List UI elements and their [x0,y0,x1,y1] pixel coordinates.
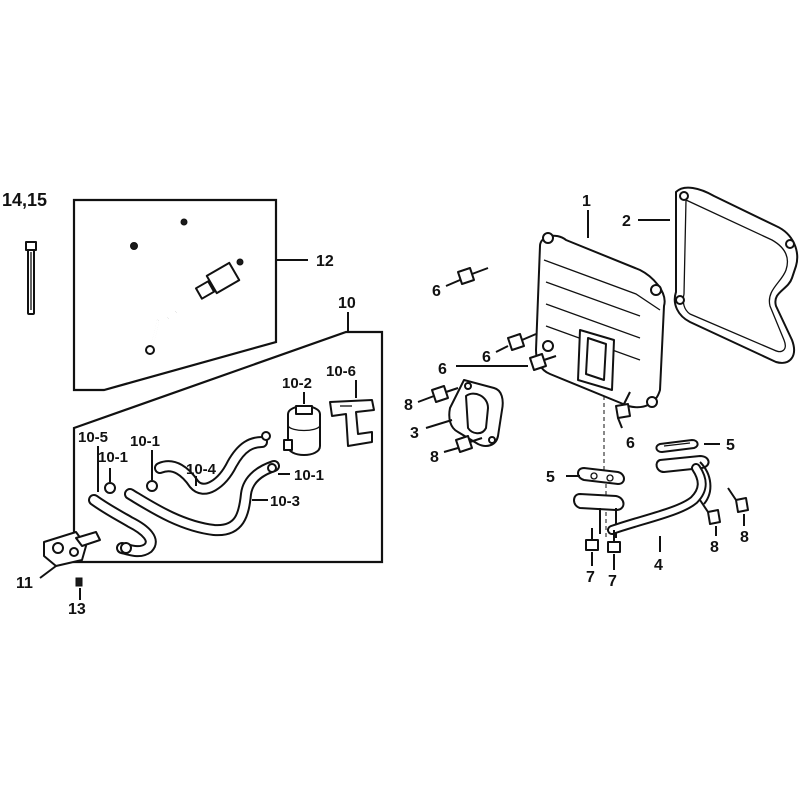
callout-12: 12 [316,253,334,270]
bolt-7-a [585,528,599,551]
callout-2: 2 [622,213,631,230]
callout-10-4: 10-4 [186,461,217,478]
callout-4: 4 [654,557,663,574]
gasket-5-a [577,467,625,485]
leader-6-b [495,345,509,353]
leader-3 [425,419,453,429]
bolt-6-d [615,391,631,419]
callout-6-c: 6 [438,361,447,378]
callout-10: 10 [338,295,356,312]
callout-14-15: 14,15 [2,190,47,210]
flange-3 [448,379,504,447]
head-cover-1 [535,232,666,409]
bracket-10-6 [329,399,375,447]
callout-7-a: 7 [586,569,595,586]
hose-10-4 [154,436,268,495]
hose-10-5 [88,494,157,558]
bolt-8-d [727,487,749,513]
callout-5-b: 5 [726,437,735,454]
leader-6-a [445,279,461,287]
separator-10-2 [283,405,321,456]
gasket-5-b [655,439,699,453]
bolt-7-b [607,530,621,553]
bolt-6-c [529,353,557,371]
callout-8-a: 8 [404,397,413,414]
clamp-10-1-a [104,431,277,554]
callout-10-3: 10-3 [270,493,300,510]
bolt-8-b [455,435,483,453]
assembly-centerlines [603,396,607,540]
callout-10-1-b: 10-1 [130,433,160,450]
callout-6-a: 6 [432,283,441,300]
callout-6-d: 6 [626,435,635,452]
callout-10-5: 10-5 [78,429,108,446]
hose-kit-frame-12 [72,198,278,392]
callout-10-1-a: 10-1 [98,449,128,466]
bolt-8-a [431,385,459,403]
callout-10-2: 10-2 [282,375,312,392]
callout-7-b: 7 [608,573,617,590]
callout-5-a: 5 [546,469,555,486]
callout-13: 13 [68,601,86,618]
bolt-6-b [507,333,537,351]
hose-10-3 [124,460,280,537]
leader-11 [39,565,57,579]
callout-8-b: 8 [430,449,439,466]
callout-10-6: 10-6 [326,363,356,380]
callout-8-d: 8 [740,529,749,546]
pipe-4 [573,455,712,538]
callout-11: 11 [16,575,33,592]
callout-3: 3 [410,425,419,442]
cable-tie-14-15 [25,241,37,315]
callout-1: 1 [582,193,591,210]
hose-assembly-12 [116,218,270,355]
bolt-8-c [699,499,721,525]
callout-6-b: 6 [482,349,491,366]
leader-8-a [417,395,435,403]
valve-11 [43,531,101,587]
gasket-2 [673,186,799,364]
bolt-6-a [457,267,489,285]
callout-8-c: 8 [710,539,719,556]
leader-8-b [443,447,459,453]
callout-10-1-c: 10-1 [294,467,324,484]
leader-6-d [617,417,623,429]
